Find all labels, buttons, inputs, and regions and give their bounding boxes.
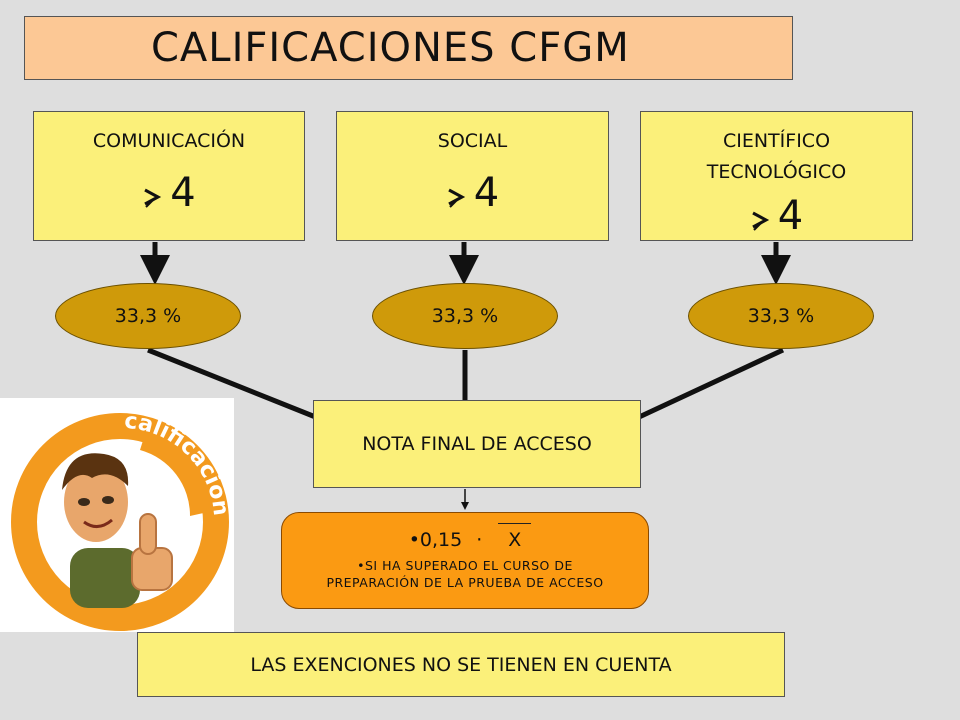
bonus-formula-box: • 0,15 · X •SI HA SUPERADO EL CURSO DE P… — [281, 512, 649, 609]
weight-percent: 33,3 % — [747, 305, 815, 327]
grade-value: 4 — [473, 170, 500, 216]
area-label-line: COMUNICACIÓN — [92, 130, 246, 152]
logo-text: calificaciones — [0, 398, 233, 517]
weight-cientifico: 33,3 % — [688, 283, 874, 349]
area-label-line: TECNOLÓGICO — [706, 161, 847, 183]
exemptions-text: LAS EXENCIONES NO SE TIENEN EN CUENTA — [250, 653, 672, 676]
weight-comunicacion: 33,3 % — [55, 283, 241, 349]
greater-equal-icon — [144, 188, 162, 208]
formula-note-line1: SI HA SUPERADO EL CURSO DE — [365, 558, 573, 573]
final-grade-label: NOTA FINAL DE ACCESO — [362, 433, 592, 455]
greater-equal-icon — [752, 211, 769, 231]
svg-text:calificaciones: calificaciones — [0, 398, 233, 517]
arrow-formula-head — [461, 502, 469, 510]
grade-requirement: 4 — [142, 170, 196, 216]
area-label: SOCIAL — [438, 126, 507, 157]
multiply-sign: · — [476, 529, 483, 551]
area-cientifico-tecnologico: CIENTÍFICO TECNOLÓGICO 4 — [640, 111, 913, 241]
grade-value: 4 — [777, 193, 804, 239]
area-label: COMUNICACIÓN — [93, 126, 245, 157]
title-text: CALIFICACIONES CFGM — [151, 25, 630, 71]
formula-note: •SI HA SUPERADO EL CURSO DE PREPARACIÓN … — [282, 557, 648, 591]
weight-percent: 33,3 % — [431, 305, 499, 327]
bullet: • — [357, 558, 365, 573]
mean-x: X — [498, 523, 532, 551]
area-label: CIENTÍFICO TECNOLÓGICO — [707, 126, 846, 188]
grade-requirement: 4 — [750, 196, 803, 236]
weight-social: 33,3 % — [372, 283, 558, 349]
weight-percent: 33,3 % — [114, 305, 182, 327]
formula-line: • 0,15 · X — [282, 523, 648, 551]
line-left — [147, 347, 319, 421]
page-title: CALIFICACIONES CFGM — [24, 16, 793, 80]
final-grade-box: NOTA FINAL DE ACCESO — [313, 400, 641, 488]
area-social: SOCIAL 4 — [336, 111, 609, 241]
area-label-line: SOCIAL — [437, 130, 508, 152]
bullet: • — [408, 529, 420, 551]
exemptions-note: LAS EXENCIONES NO SE TIENEN EN CUENTA — [137, 632, 785, 697]
grade-value: 4 — [170, 170, 196, 216]
calificaciones-logo: calificaciones — [0, 398, 234, 632]
formula-note-line2: PREPARACIÓN DE LA PRUEBA DE ACCESO — [326, 575, 604, 590]
formula-coefficient: 0,15 — [419, 529, 463, 551]
area-label-line: CIENTÍFICO — [722, 130, 831, 152]
line-right — [635, 347, 785, 421]
grade-requirement: 4 — [446, 173, 499, 213]
thumbs-up-character-icon — [11, 413, 229, 631]
greater-equal-icon — [448, 188, 465, 208]
area-comunicacion: COMUNICACIÓN 4 — [33, 111, 305, 241]
